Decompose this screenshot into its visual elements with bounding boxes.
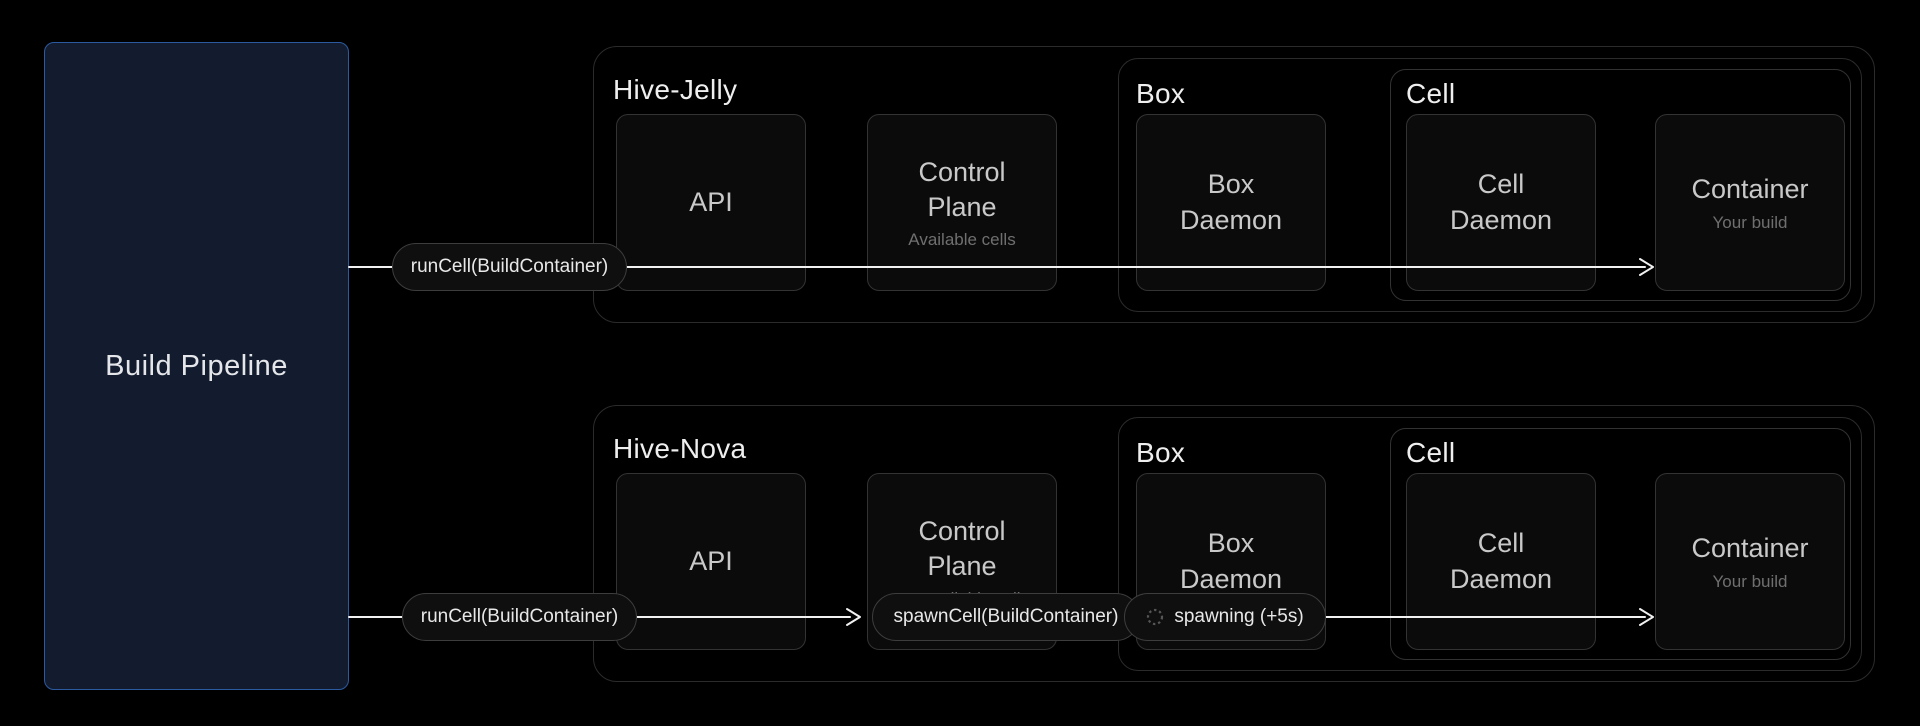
api-node-top: API: [616, 114, 806, 291]
hive-jelly-group: [593, 46, 1875, 323]
spawning-pill-label: spawning (+5s): [1174, 606, 1304, 627]
control-plane-node-top-subtitle: Available cells: [908, 230, 1016, 250]
cell-daemon-node-bottom: Cell Daemon: [1406, 473, 1596, 650]
container-node-top-label: Container: [1691, 174, 1809, 205]
box-group-top-label: Box: [1136, 78, 1186, 109]
hive-nova-label: Hive-Nova: [613, 433, 747, 464]
api-node-bottom: API: [616, 473, 806, 650]
container-node-bottom: Container Your build: [1655, 473, 1845, 650]
cell-group-bottom-label: Cell: [1406, 437, 1456, 468]
api-node-bottom-label: API: [689, 545, 733, 576]
api-node-top-label: API: [689, 186, 733, 217]
box-daemon-node-bottom-label: Box Daemon: [1179, 528, 1283, 594]
spawn-cell-pill: spawnCell(BuildContainer): [872, 593, 1140, 641]
cell-group-bottom: [1390, 428, 1851, 660]
hive-nova-group: [593, 405, 1875, 682]
run-cell-pill-bottom-label: runCell(BuildContainer): [420, 606, 619, 627]
container-node-bottom-label: Container: [1691, 533, 1809, 564]
cell-group-top: [1390, 69, 1851, 301]
container-node-top: Container Your build: [1655, 114, 1845, 291]
box-daemon-node-top: Box Daemon: [1136, 114, 1326, 291]
cell-daemon-node-bottom-label: Cell Daemon: [1449, 528, 1553, 594]
box-daemon-node-top-label: Box Daemon: [1179, 169, 1283, 235]
control-plane-node-bottom-label: Control Plane: [918, 515, 1006, 581]
box-group-top: [1118, 58, 1862, 312]
spawn-cell-pill-label: spawnCell(BuildContainer): [893, 606, 1119, 627]
run-cell-pill-bottom: runCell(BuildContainer): [402, 593, 637, 641]
cell-daemon-node-top: Cell Daemon: [1406, 114, 1596, 291]
spinner-icon: [1147, 608, 1164, 626]
run-cell-pill-top-label: runCell(BuildContainer): [410, 256, 609, 277]
run-cell-pill-top: runCell(BuildContainer): [392, 243, 627, 291]
build-pipeline-node: Build Pipeline: [44, 42, 349, 690]
hive-jelly-label: Hive-Jelly: [613, 74, 738, 105]
spawning-pill: spawning (+5s): [1124, 593, 1326, 641]
container-node-top-subtitle: Your build: [1712, 212, 1788, 232]
control-plane-node-top: Control Plane Available cells: [867, 114, 1057, 291]
container-node-bottom-subtitle: Your build: [1712, 571, 1788, 591]
cell-group-top-label: Cell: [1406, 78, 1456, 109]
box-group-bottom-label: Box: [1136, 437, 1186, 468]
box-group-bottom: [1118, 417, 1862, 671]
cell-daemon-node-top-label: Cell Daemon: [1449, 169, 1553, 235]
build-pipeline-label: Build Pipeline: [105, 349, 288, 382]
control-plane-node-top-label: Control Plane: [918, 156, 1006, 222]
